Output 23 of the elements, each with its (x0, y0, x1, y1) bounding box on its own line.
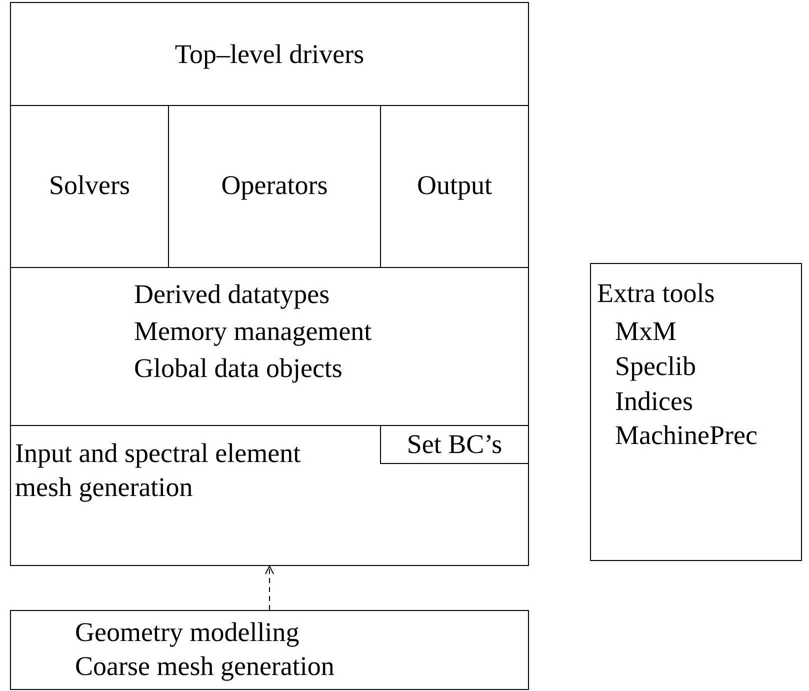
module-box (10, 425, 529, 566)
module-label: Solvers (48, 169, 131, 202)
module-label: Extra tools (597, 277, 715, 310)
module-label: Coarse mesh generation (75, 650, 334, 683)
module-box (10, 2, 529, 106)
module-label: Indices (615, 385, 693, 418)
module-label: Speclib (615, 350, 696, 383)
module-label: Input and spectral element mesh generation (15, 437, 302, 504)
module-label: MxM (615, 315, 677, 348)
module-label: Geometry modelling (75, 616, 300, 649)
module-box (10, 610, 529, 690)
module-label: Set BC’s (406, 428, 504, 460)
module-label: Global data objects (134, 352, 342, 385)
module-label: Top–level drivers (174, 38, 366, 71)
module-box (380, 424, 529, 464)
module-label: Memory management (134, 315, 372, 348)
arrow (265, 566, 274, 610)
module-box (10, 267, 529, 426)
module-label: Output (416, 169, 493, 202)
module-label: Derived datatypes (134, 278, 330, 311)
module-label: Operators (220, 169, 329, 202)
module-label: MachinePrec (615, 419, 758, 452)
module-box (590, 263, 802, 561)
